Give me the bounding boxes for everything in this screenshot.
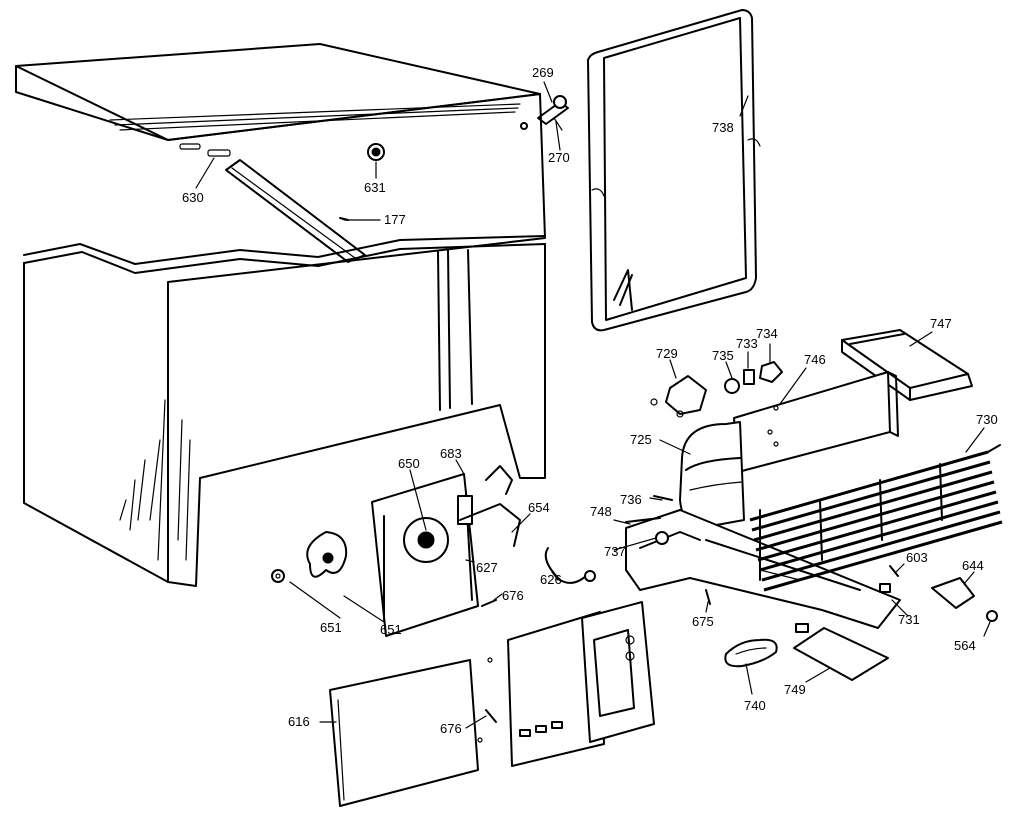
grommet [367, 143, 385, 161]
pin-675 [705, 589, 711, 605]
callout-650: 650 [398, 456, 420, 471]
power-cord [544, 547, 596, 584]
callout-676-panel: 676 [440, 721, 462, 736]
door-gasket [587, 9, 761, 332]
callout-747: 747 [930, 316, 952, 331]
callout-675: 675 [692, 614, 714, 629]
hinge-pin [537, 95, 569, 131]
condenser-shroud [733, 371, 899, 473]
callout-725: 725 [630, 432, 652, 447]
callout-603: 603 [906, 550, 928, 565]
cabinet-lower [23, 243, 546, 587]
callout-738: 738 [712, 120, 734, 135]
rear-panel [329, 601, 655, 807]
drain-pan [793, 623, 889, 681]
callout-177: 177 [384, 212, 406, 227]
callout-735: 735 [712, 348, 734, 363]
callout-749: 749 [784, 682, 806, 697]
callout-654: 654 [528, 500, 550, 515]
drain-clip [724, 638, 778, 668]
overload-735 [724, 378, 740, 394]
callout-627: 627 [476, 560, 498, 575]
callout-746: 746 [804, 352, 826, 367]
callout-729: 729 [656, 346, 678, 361]
callout-736: 736 [620, 492, 642, 507]
screw-603 [879, 565, 899, 593]
clip-734 [759, 361, 783, 383]
callout-676-bracket: 676 [502, 588, 524, 603]
callout-269: 269 [532, 65, 554, 80]
fan-blade [306, 531, 348, 578]
cover-733 [743, 369, 755, 385]
callout-651-blade: 651 [380, 622, 402, 637]
bracket-644 [931, 577, 975, 609]
callout-748: 748 [590, 504, 612, 519]
condenser-coil [749, 444, 1003, 592]
leader-lines [195, 81, 991, 729]
callout-270: 270 [548, 150, 570, 165]
callout-740: 740 [744, 698, 766, 713]
cabinet-break-line [23, 235, 546, 274]
callout-630: 630 [182, 190, 204, 205]
callout-737: 737 [604, 544, 626, 559]
callout-626: 626 [540, 572, 562, 587]
callout-734: 734 [756, 326, 778, 341]
tube-736 [653, 495, 673, 501]
callout-730: 730 [976, 412, 998, 427]
cabinet-front-upper [15, 65, 546, 283]
nut-651 [271, 569, 285, 583]
screw-676-panel [485, 709, 497, 723]
compressor [679, 421, 745, 529]
fan-bracket [371, 473, 479, 637]
callout-733: 733 [736, 336, 758, 351]
screw-676-bracket [481, 599, 497, 607]
tube-748 [625, 517, 661, 523]
callout-564: 564 [954, 638, 976, 653]
callout-651-nut: 651 [320, 620, 342, 635]
screw-564 [986, 610, 998, 622]
callout-644: 644 [962, 558, 984, 573]
callout-731: 731 [898, 612, 920, 627]
callout-683: 683 [440, 446, 462, 461]
cabinet-diagonal-bracket [225, 159, 366, 263]
callout-616: 616 [288, 714, 310, 729]
fan-wiring [459, 465, 521, 547]
relay-729 [650, 375, 707, 418]
callout-631: 631 [364, 180, 386, 195]
